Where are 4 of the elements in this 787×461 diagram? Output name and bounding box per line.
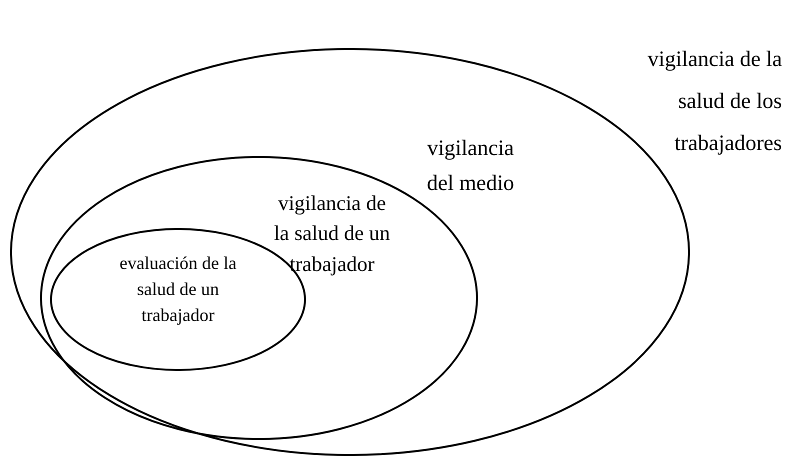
region-label: vigilancia del medio — [426, 134, 516, 198]
heading-label: vigilancia de la salud de los trabajadores — [646, 45, 782, 157]
region-label: vigilancia de la salud de un trabajador — [272, 190, 392, 278]
region-label: evaluación de la salud de un trabajador — [118, 252, 238, 328]
